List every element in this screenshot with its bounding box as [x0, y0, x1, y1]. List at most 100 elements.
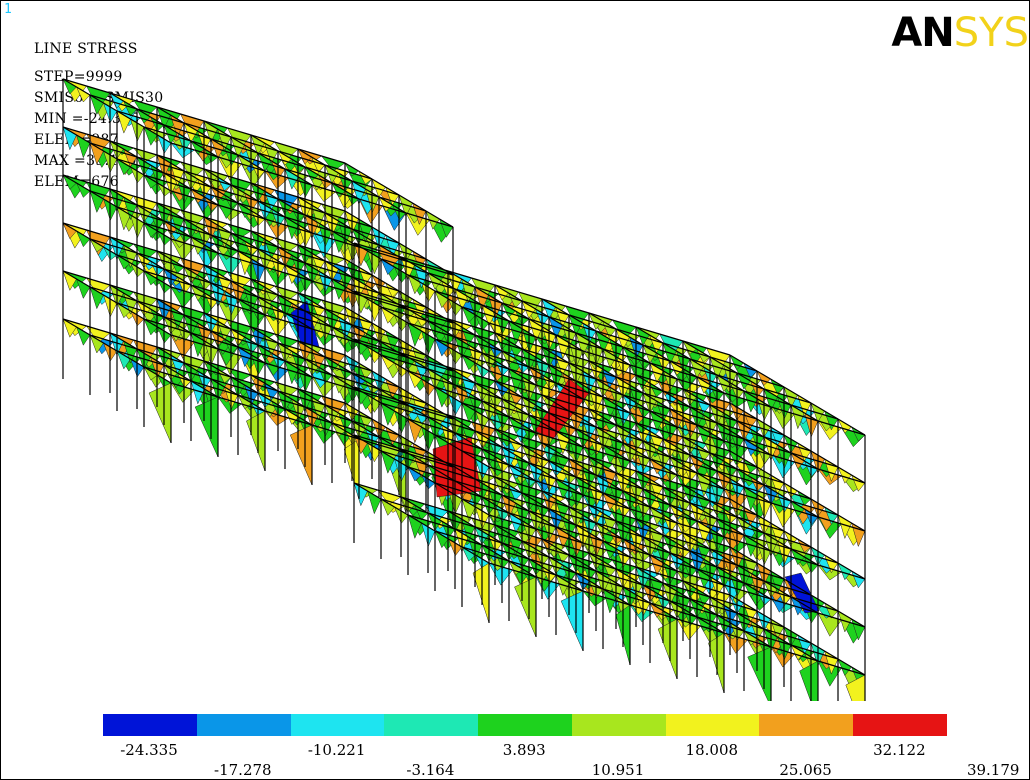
beam-x [297, 196, 346, 212]
beam-x [297, 340, 346, 356]
beam-y [250, 230, 279, 248]
beam-x [763, 484, 812, 500]
beam-x [555, 334, 604, 350]
beam-y [709, 452, 738, 470]
beam-y [116, 254, 145, 272]
beam-x [116, 158, 165, 174]
beam-y [790, 500, 819, 518]
beam-x [629, 460, 678, 476]
beam-x [528, 414, 577, 430]
beam-y [344, 210, 373, 228]
beam-x [136, 156, 185, 172]
beam-x [817, 420, 866, 436]
beam-y [696, 520, 725, 538]
beam-y [400, 256, 429, 274]
beam-x [427, 512, 476, 528]
beam-y [588, 360, 617, 378]
beam-y [729, 546, 758, 564]
beam-y [203, 360, 232, 378]
beam-x [407, 466, 456, 482]
beam-x [555, 382, 604, 398]
beam-x [696, 472, 745, 488]
beam-y [461, 354, 490, 372]
legend-label: 32.122 [873, 741, 926, 759]
beam-y [183, 218, 212, 236]
beam-x [109, 140, 158, 156]
beam-y [588, 408, 617, 426]
beam-y [615, 328, 644, 346]
beam-x [662, 438, 711, 454]
beam-y [709, 356, 738, 374]
beam-y [736, 612, 765, 630]
beam-y [353, 386, 382, 404]
beam-x [588, 408, 637, 424]
beam-x [351, 420, 400, 436]
beam-y [575, 428, 604, 446]
beam-y [501, 494, 530, 512]
beam-y [494, 332, 523, 350]
beam-x [136, 348, 185, 364]
beam-y [481, 544, 510, 562]
beam-y [729, 402, 758, 420]
beam-y [447, 510, 476, 528]
beam-x [257, 344, 306, 360]
beam-y [521, 300, 550, 318]
beam-y [434, 290, 463, 308]
beam-x [595, 474, 644, 490]
beam-x [447, 366, 496, 382]
beam-x [427, 368, 476, 384]
beam-y [696, 616, 725, 634]
beam-y [635, 470, 664, 488]
beam-y [371, 418, 400, 436]
beam-y [353, 434, 382, 452]
beam-x [736, 420, 785, 436]
beam-x [304, 214, 353, 230]
beam-x [190, 140, 239, 156]
beam-x [763, 628, 812, 644]
beam-y [277, 390, 306, 408]
beam-x [763, 532, 812, 548]
beam-y [210, 282, 239, 300]
beam-y [736, 372, 765, 390]
contour-legend-bar [103, 714, 948, 736]
beam-x [743, 630, 792, 646]
beam-x [743, 438, 792, 454]
beam-x [400, 496, 449, 512]
beam-y [447, 318, 476, 336]
beam-y [210, 138, 239, 156]
legend-label: 10.951 [591, 761, 645, 779]
beam-x [407, 514, 456, 530]
beam-x [210, 330, 259, 346]
beam-y [682, 484, 711, 502]
beam-y [689, 550, 718, 568]
beam-y [494, 476, 523, 494]
beam-y [62, 270, 91, 288]
beam-x [358, 438, 407, 454]
beam-y [595, 522, 624, 540]
beam-y [143, 270, 172, 288]
beam-x [284, 216, 333, 232]
beam-x [203, 216, 252, 232]
beam-y [555, 526, 584, 544]
beam-y [763, 388, 792, 406]
column-stress-diagram [246, 410, 266, 472]
beam-y [548, 556, 577, 574]
beam-x [488, 562, 537, 578]
beam-y [763, 628, 792, 646]
beam-x [709, 452, 758, 468]
beam-x [689, 550, 738, 566]
beam-x [770, 550, 819, 566]
beam-x [649, 458, 698, 474]
beam-y [143, 222, 172, 240]
beam-x [682, 532, 731, 548]
beam-x [501, 302, 550, 318]
beam-x [649, 506, 698, 522]
beam-y [555, 334, 584, 352]
beam-x [297, 244, 346, 260]
beam-y [756, 370, 785, 388]
beam-x [642, 440, 691, 456]
beam-x [582, 494, 631, 510]
beam-x [716, 470, 765, 486]
beam-x [736, 372, 785, 388]
beam-y [183, 170, 212, 188]
